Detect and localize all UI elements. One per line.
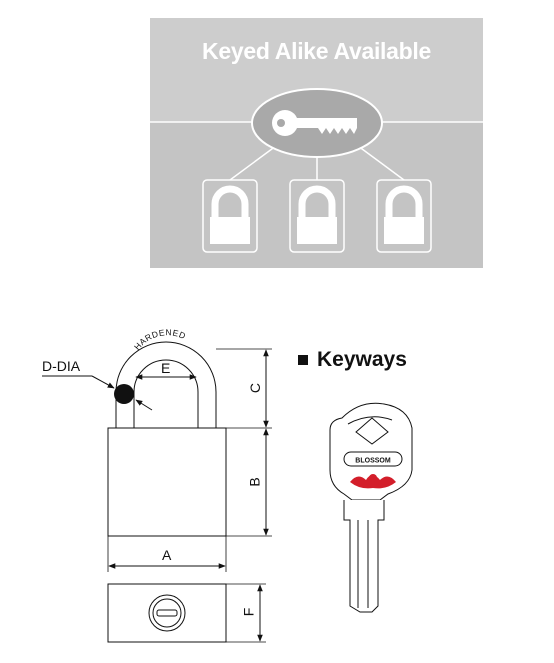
connector-line [353,142,405,181]
key-drawing [329,402,413,613]
d-dia-arrow [135,399,153,411]
dim-b-label: B [246,477,263,487]
red-logo-icon [350,474,396,489]
padlock-body [107,427,227,537]
key-head-text: BLOSSOM [355,458,391,465]
key-icon [272,110,357,136]
banner-graphic [150,18,483,268]
d-dia-arrow [91,375,115,389]
dim-e-label: E [161,360,171,376]
padlock-icon [202,179,258,253]
dim-f-label: F [240,607,257,617]
padlock-bottom-view [107,583,227,643]
shackle-text: HARDENED [132,327,188,352]
d-dia-label: D-DIA [42,358,81,374]
banner-title: Keyed Alike Available [202,38,431,64]
keyways-heading: Keyways [298,348,407,372]
keyed-alike-banner: Keyed Alike Available [150,18,483,268]
connector-line [229,142,281,181]
keyhole-cylinder [148,594,186,632]
dim-a-label: A [162,547,172,563]
keyways-title: Keyways [317,348,407,371]
padlock-icon [376,179,432,253]
dim-c-label: C [247,382,264,394]
bullet-icon [298,355,308,365]
d-dia-dot [114,384,134,404]
shackle [115,341,217,428]
padlock-icon [289,179,345,253]
keyhole-slot [156,609,178,617]
